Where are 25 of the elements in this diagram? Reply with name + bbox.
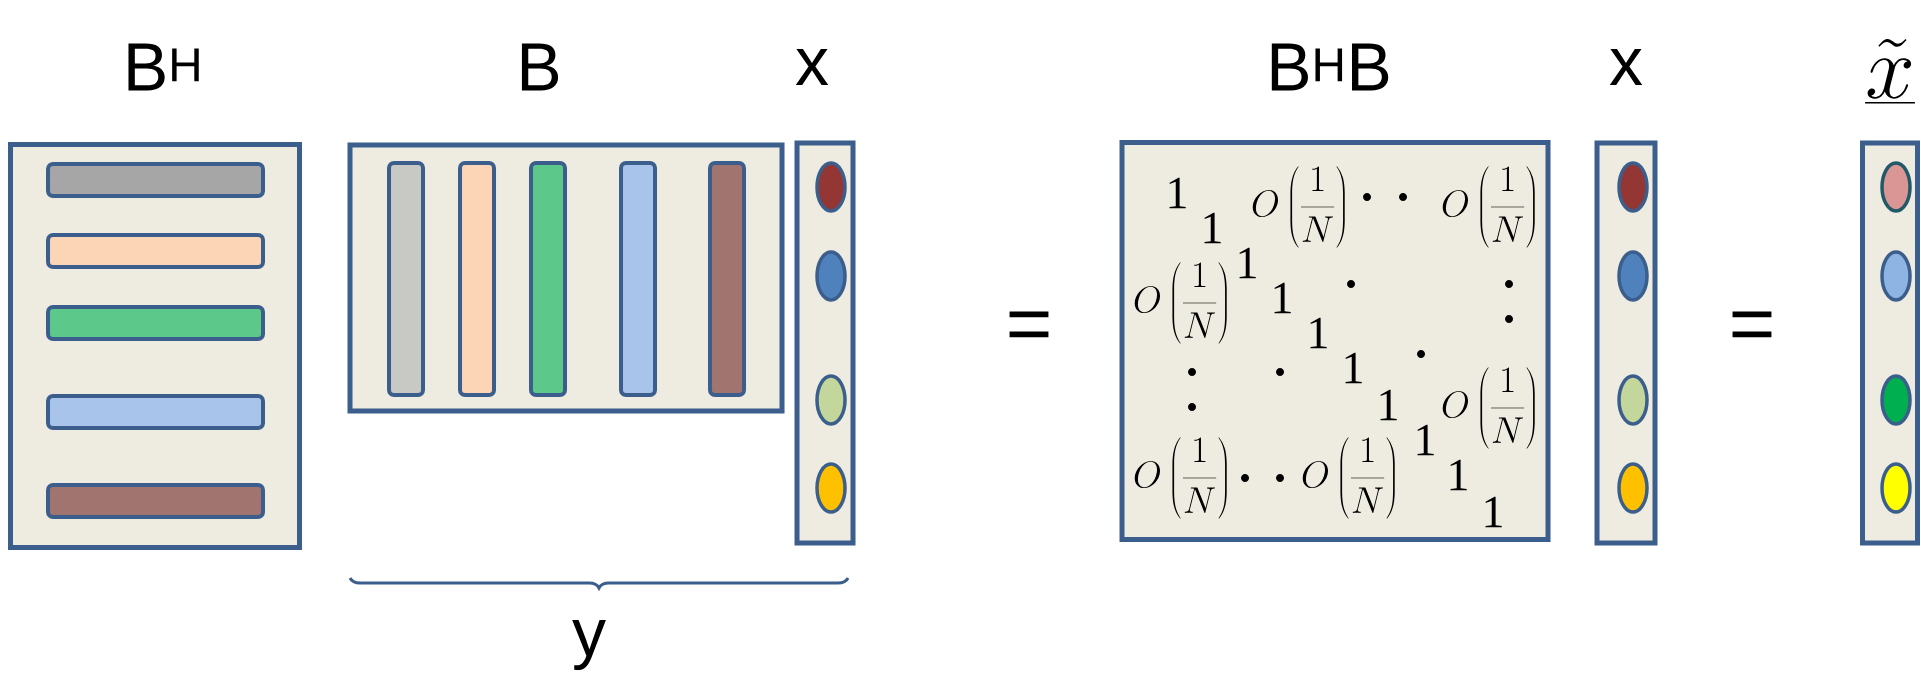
matrix-entry: 1 [1380,389,1397,421]
matrix-entry: 1 [1310,317,1327,349]
matrix-entry: $O\left(\frac{1}{N}\right)$ [1252,166,1345,248]
matrix-heading: x [795,49,829,85]
matrix-entry: $O\left(\frac{1}{N}\right)$ [1134,262,1227,344]
matrix-heading: B$^{H}$ [128,43,199,91]
matrix-entry: 1 [1417,424,1434,456]
matrix-entry: 1 [1239,247,1256,279]
matrix-entry: 1 [1204,212,1221,244]
equals-sign: = [1732,311,1772,338]
matrix-entry: $O\left(\frac{1}{N}\right)$ [1442,166,1535,248]
matrix-entry: $O\left(\frac{1}{N}\right)$ [1134,437,1227,519]
matrix-entry: $O\left(\frac{1}{N}\right)$ [1442,367,1535,449]
matrix-entry: 1 [1450,459,1467,491]
matrix-heading: $\underline{\tilde{x}}$ [1865,39,1915,103]
matrix-entry: 1 [1485,496,1502,528]
matrix-entry: 1 [1345,352,1362,384]
matrix-heading: x [1609,49,1643,85]
matrix-heading: B$^{H}$B [1271,43,1389,91]
matrix-entry: 1 [1274,282,1291,314]
matrix-heading: B [521,43,559,91]
matrix-entry: $O\left(\frac{1}{N}\right)$ [1302,437,1395,519]
brace-label: y [572,619,606,670]
equals-sign: = [1009,311,1049,338]
matrix-entry: 1 [1169,177,1186,209]
